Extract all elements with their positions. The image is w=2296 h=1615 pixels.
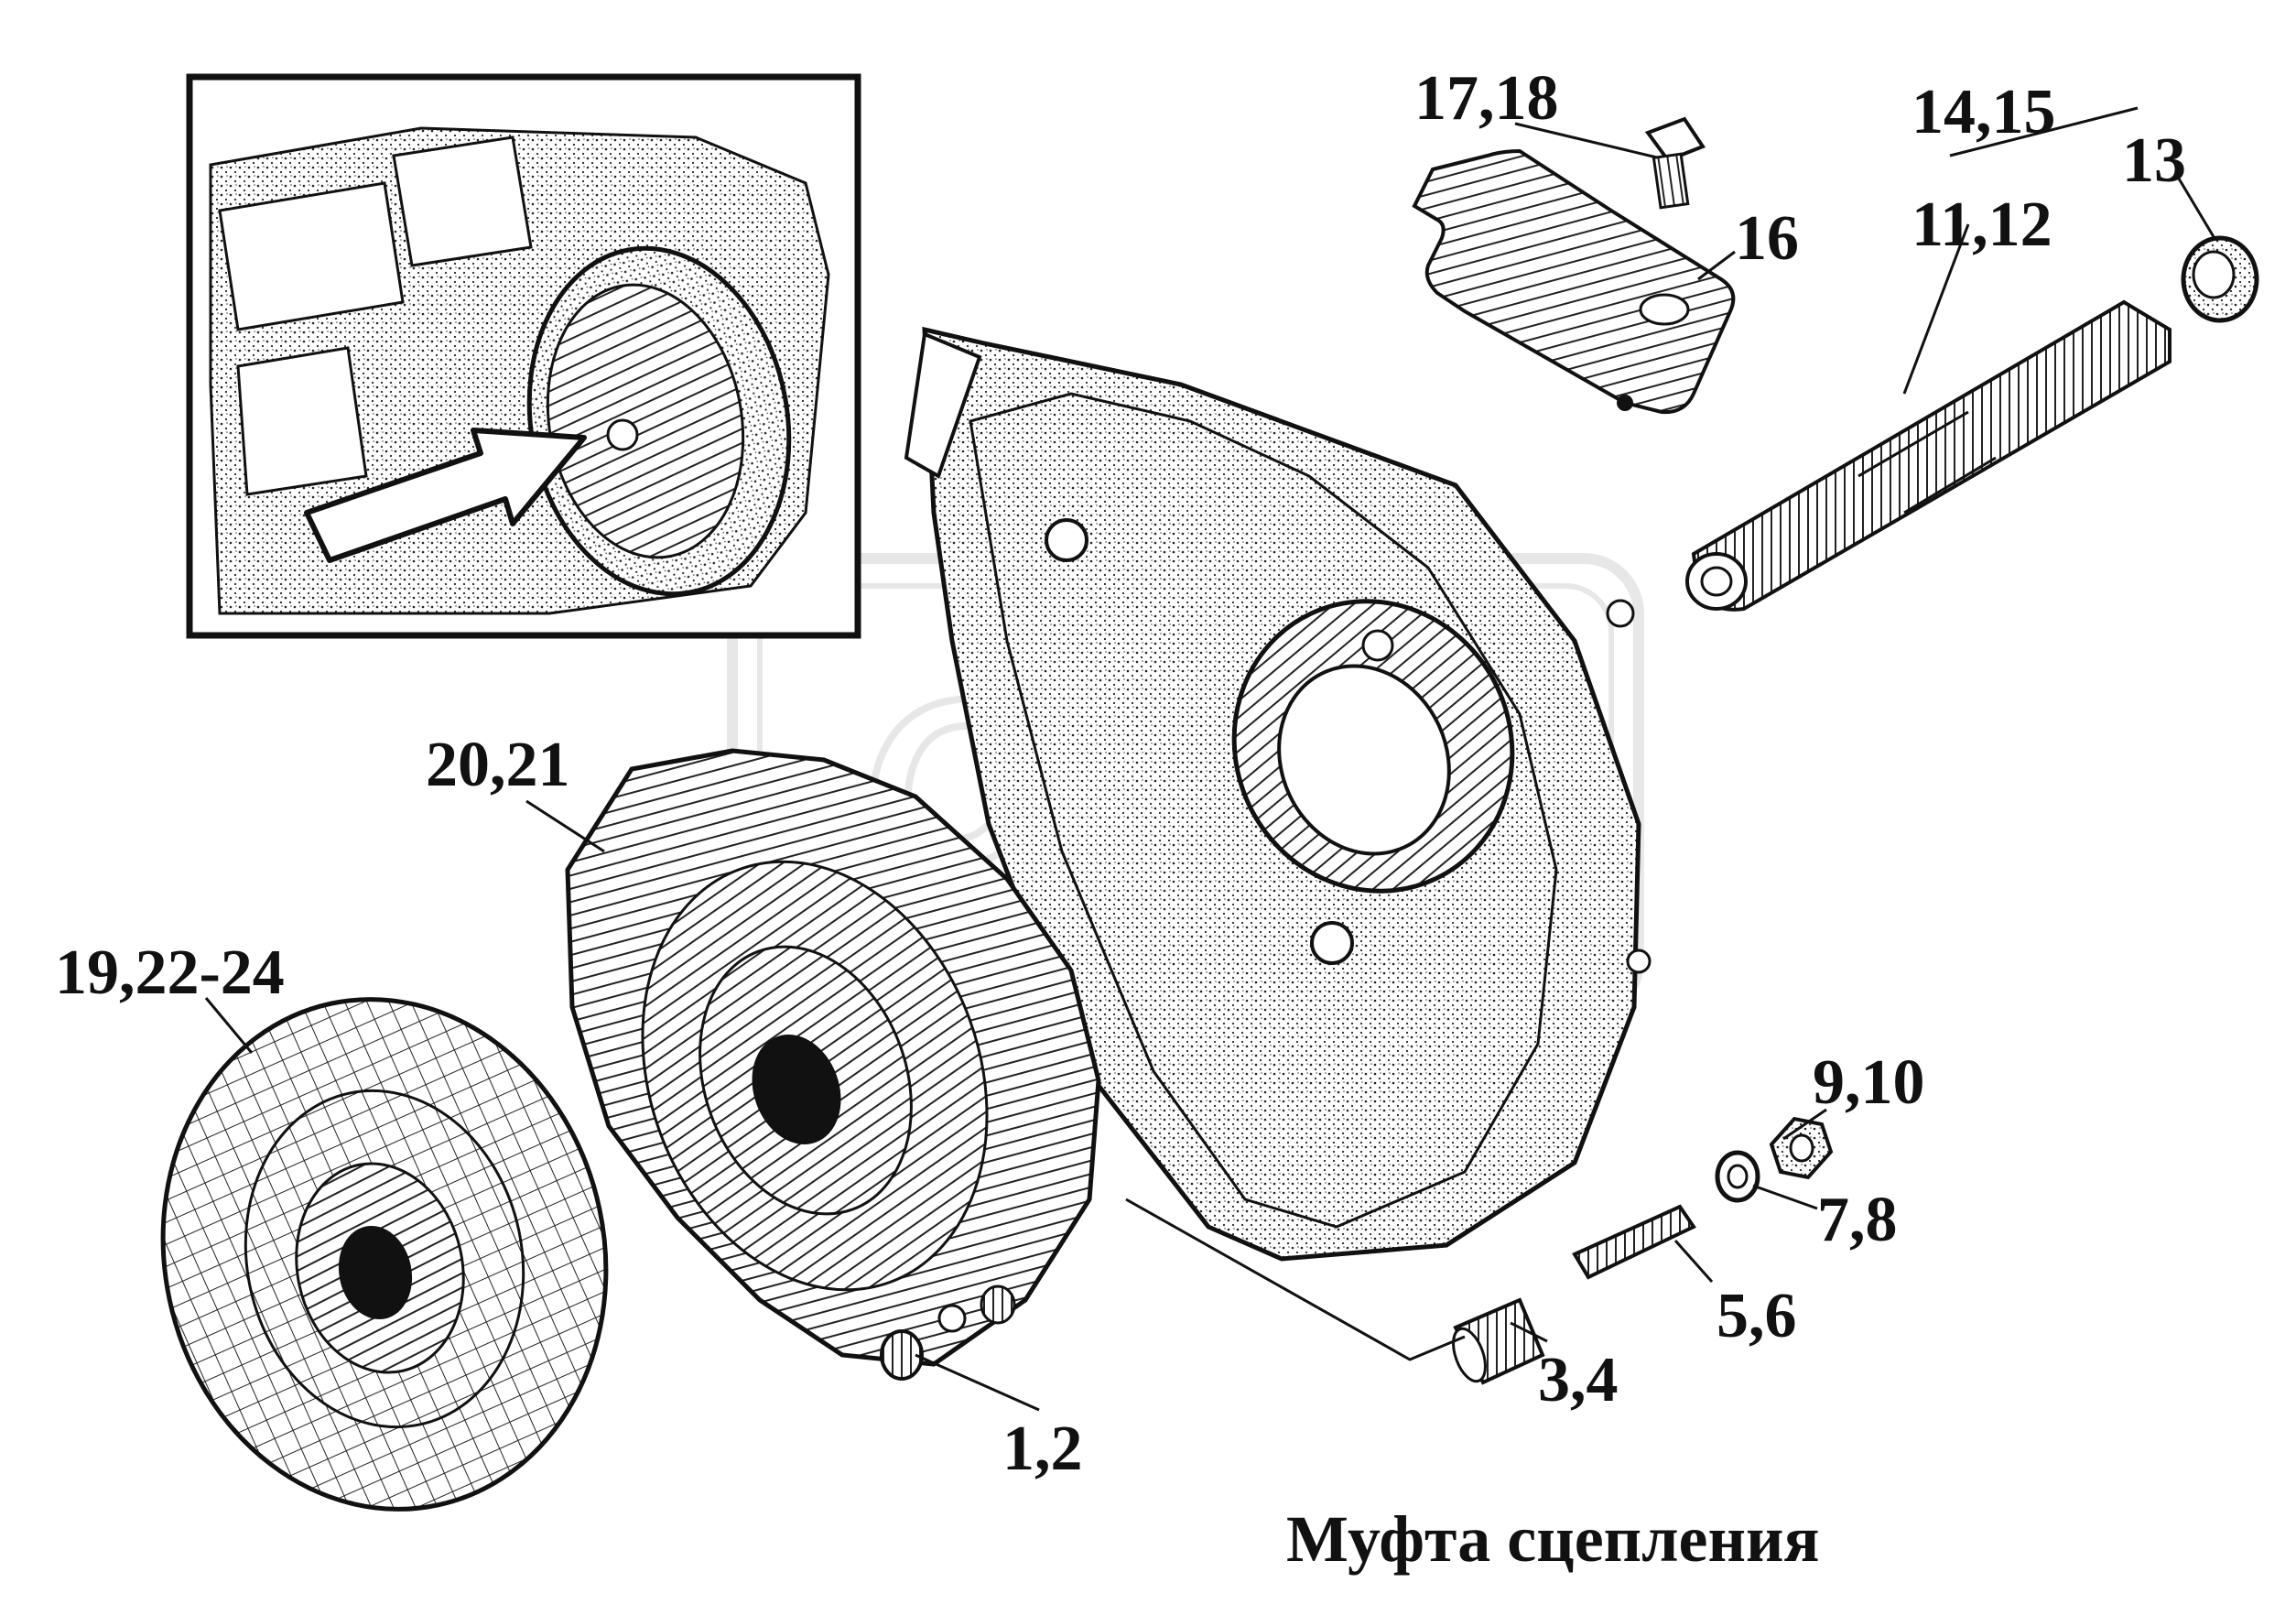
nut (1769, 1116, 1834, 1180)
diagram-title: Муфта сцепления (1286, 1502, 1819, 1576)
inset-arrow-icon (304, 428, 587, 563)
callout-13: 13 (2122, 125, 2186, 196)
input-shaft (1685, 299, 2171, 612)
cover-plate (1412, 148, 1736, 415)
pressure-plate (565, 748, 1101, 1381)
bearing (2181, 235, 2259, 323)
callout-19-22-24: 19,22-24 (55, 938, 285, 1008)
callout-labels: 17,18 14,15 13 16 11,12 20,21 19,22-24 9… (55, 63, 2186, 1484)
callout-3-4: 3,4 (1538, 1345, 1619, 1415)
sleeve (1452, 1297, 1545, 1385)
clutch-disc (160, 997, 609, 1512)
clutch-housing (904, 326, 1652, 1262)
bolt (1644, 116, 1706, 210)
callout-11-12: 11,12 (1912, 190, 2052, 260)
callout-5-6: 5,6 (1717, 1281, 1797, 1351)
callout-1-2: 1,2 (1002, 1414, 1083, 1484)
pin (1572, 1204, 1696, 1280)
callout-14-15: 14,15 (1912, 77, 2056, 147)
engine-illustration (209, 126, 830, 615)
inset-engine-view (186, 73, 861, 639)
callout-20-21: 20,21 (426, 730, 570, 800)
leader-lines (204, 106, 2217, 1412)
callout-7-8: 7,8 (1817, 1185, 1898, 1255)
washer (1715, 1150, 1760, 1203)
callout-16: 16 (1735, 203, 1799, 274)
callout-17-18: 17,18 (1414, 63, 1559, 134)
callout-9-10: 9,10 (1813, 1047, 1925, 1118)
